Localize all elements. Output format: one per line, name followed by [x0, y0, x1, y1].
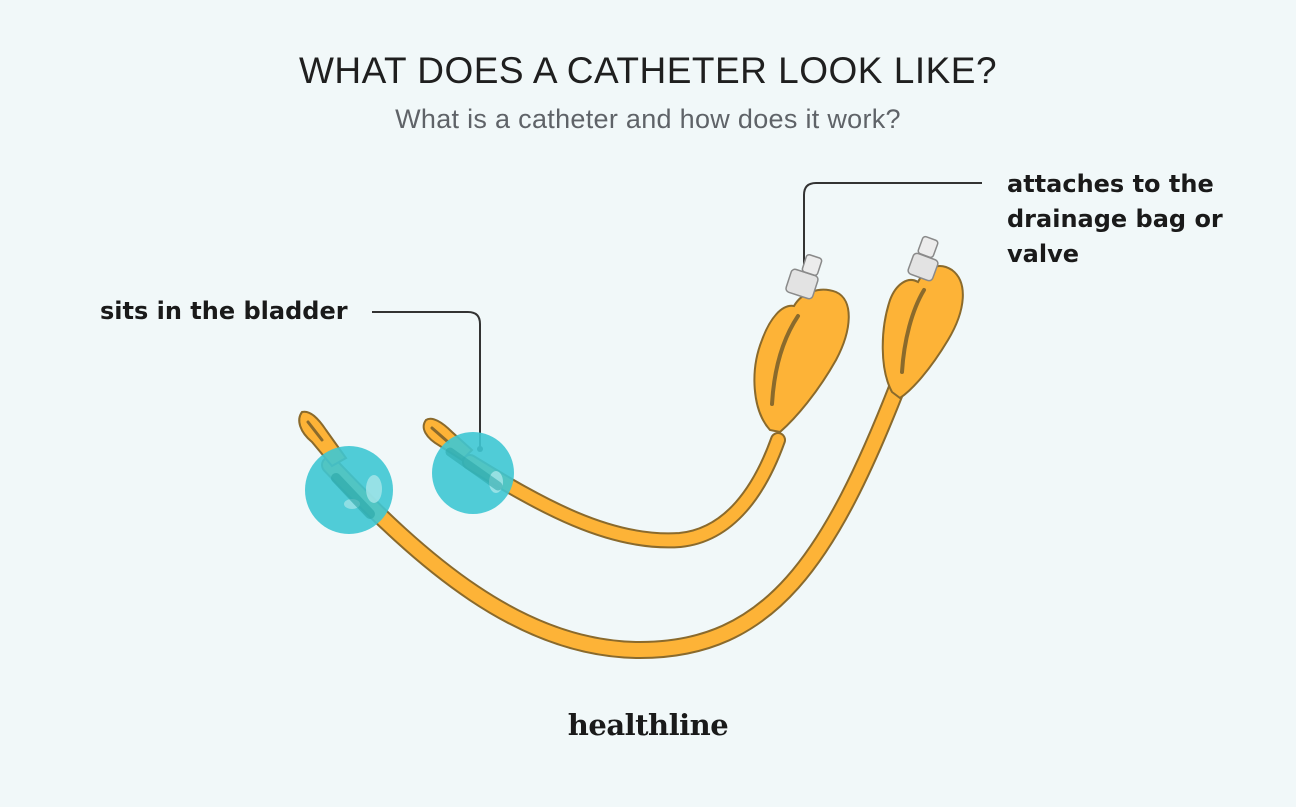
- label-attaches-to-drainage: attaches to the drainage bag or valve: [1007, 170, 1223, 268]
- page-title: WHAT DOES A CATHETER LOOK LIKE?: [298, 50, 998, 91]
- catheter-large: [298, 235, 964, 660]
- healthline-logo: healthline: [567, 708, 729, 742]
- leader-line-drainage: [803, 182, 982, 283]
- page-subtitle: What is a catheter and how does it work?: [395, 104, 901, 134]
- leader-line-bladder: [372, 311, 481, 448]
- label-sits-in-bladder: sits in the bladder: [100, 297, 348, 325]
- catheter-small: [422, 253, 850, 549]
